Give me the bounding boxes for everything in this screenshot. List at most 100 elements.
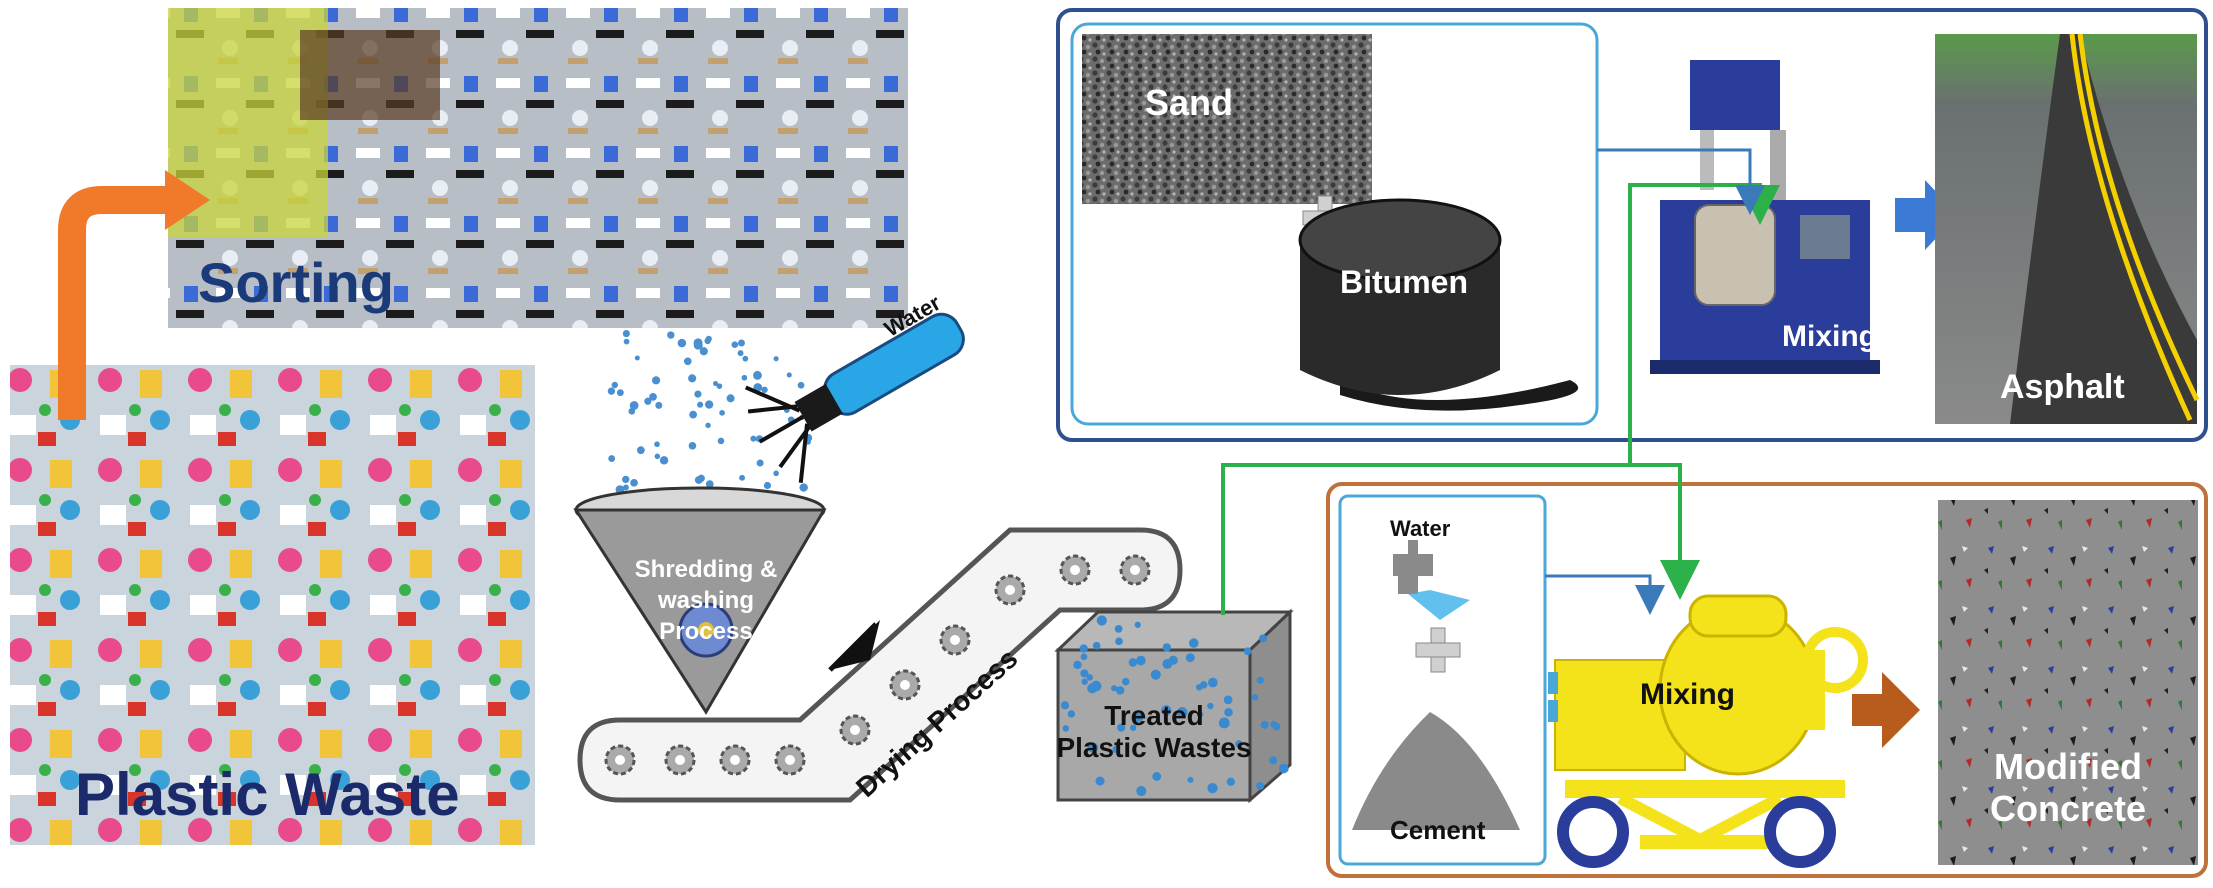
plastic-flake [1235,740,1243,748]
treated-plastic-box [1054,608,1294,804]
label-modified-line2: Concrete [1989,788,2147,829]
water-drop [737,339,745,347]
plastic-flake [1081,678,1088,685]
label-treated-line1: Treated [1104,700,1204,731]
water-drop [608,455,616,462]
water-drop [742,355,749,362]
water-drop [750,435,757,442]
label-shredding: Shredding & washing Process [606,554,806,647]
road-icon [1935,33,2200,424]
water-drop [699,347,708,356]
plastic-flake [1062,725,1070,732]
cement-mixer-icon [1548,594,1868,868]
water-drop [719,409,725,416]
gear-icon [889,669,921,701]
plastic-flake [1152,772,1162,781]
label-modified: Modified Concrete [1950,746,2186,830]
label-plastic-waste: Plastic Waste [75,761,460,828]
plastic-flake [1243,647,1252,656]
conveyor-gears [604,554,1151,776]
water-drop [786,372,792,378]
water-drop [654,453,661,460]
label-water-tap: Water [1390,516,1451,541]
water-drop [756,459,764,467]
funnel-shredder-icon [573,486,827,715]
plastic-flake [1136,655,1146,666]
label-shredding-line1: Shredding & [634,556,778,583]
water-drop [629,401,639,410]
water-drop [667,331,675,339]
plastic-flake [1060,701,1070,710]
water-drop [623,338,630,345]
label-bitumen: Bitumen [1340,264,1468,300]
water-drop [741,374,748,381]
plastic-flake [1199,681,1208,689]
plastic-flake [1096,615,1107,626]
label-mixing-asphalt: Mixing [1782,320,1877,353]
water-drop [689,410,698,419]
plastic-flake [1160,705,1172,716]
water-drop [704,400,714,409]
plastic-flake [1187,776,1194,783]
industrial-mixer-icon [1650,60,1880,374]
plastic-waste-photo [10,365,535,845]
plastic-flake [1134,621,1141,628]
plastic-flake [1114,625,1123,633]
water-drop [655,401,663,409]
plastic-flake [1150,669,1161,680]
water-drop [773,356,779,362]
plastic-flake [1226,777,1235,786]
water-drop [616,389,624,397]
water-drop [705,480,714,488]
plastic-flake [1092,641,1101,650]
label-sand: Sand [1145,82,1234,123]
gear-icon [719,744,751,776]
plastic-flake [1134,712,1144,722]
plus-icon [1415,627,1461,673]
gear-icon [1059,554,1091,586]
water-drop [622,475,630,484]
plastic-flake [1260,720,1269,729]
water-drop [705,422,711,429]
water-drop [726,394,735,403]
water-drop [717,437,725,445]
plastic-flake [1162,643,1172,652]
label-treated: Treated Plastic Wastes [1048,700,1260,764]
tap-icon [1393,540,1470,620]
gear-icon [774,744,806,776]
water-drop [739,474,746,481]
label-shredding-line3: Process [659,618,753,645]
plastic-flake [1115,686,1125,695]
plastic-flake [1189,638,1199,648]
water-drop [731,341,739,348]
plastic-flake [1080,669,1089,678]
plastic-flake [1270,720,1278,728]
water-drop [694,476,703,484]
plastic-flake [1251,693,1259,701]
water-drop [659,456,669,465]
conveyor-belt-icon [577,527,1183,803]
water-drop [763,481,772,490]
plastic-flake [1121,677,1130,686]
plastic-flake [1112,745,1120,754]
water-drop [697,401,704,408]
water-drop [753,370,762,380]
plastic-flake [1259,634,1268,643]
water-drop [773,470,779,477]
water-drop [693,338,703,348]
plastic-flake [1207,702,1214,710]
plastic-flake [1256,781,1265,790]
label-sorting: Sorting [198,251,394,314]
water-drop [630,479,638,487]
water-drop [622,329,630,338]
plastic-flake [1067,710,1076,718]
plastic-flake [1256,676,1265,684]
plastic-flake [1207,782,1218,794]
water-drop [688,441,697,450]
plastic-flake [1115,637,1123,646]
modified-concrete-photo [1938,500,2198,865]
plastic-flake [1111,685,1118,692]
plastic-flake [1211,740,1218,747]
label-cement: Cement [1390,815,1486,845]
